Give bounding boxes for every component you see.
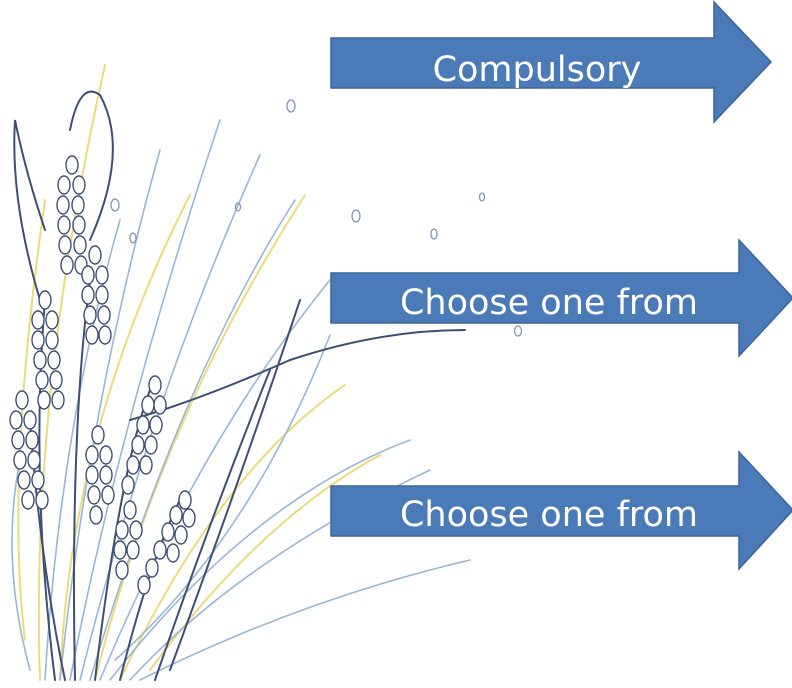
arrow-label-choose-one-2: Choose one from bbox=[400, 495, 698, 535]
wheat-illustration bbox=[9, 64, 523, 681]
arrow-compulsory: Compulsory bbox=[330, 0, 773, 124]
floating-seeds bbox=[110, 99, 523, 337]
arrow-label-compulsory: Compulsory bbox=[433, 50, 642, 90]
arrow-choose-one-2: Choose one from bbox=[330, 450, 792, 571]
wheat-ears bbox=[9, 155, 196, 595]
arrow-label-choose-one-1: Choose one from bbox=[400, 283, 698, 323]
arrow-choose-one-1: Choose one from bbox=[330, 238, 792, 358]
